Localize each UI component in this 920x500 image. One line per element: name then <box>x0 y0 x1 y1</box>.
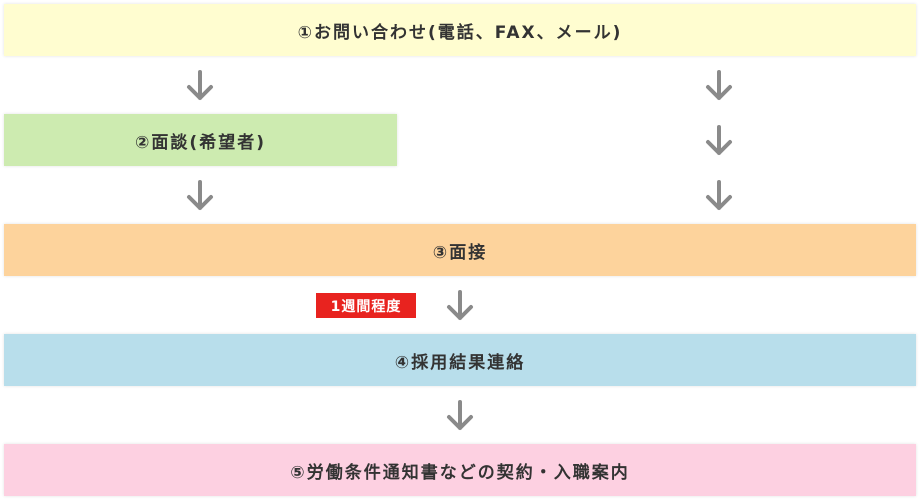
step-4-result-notice: ④採用結果連絡 <box>4 334 916 386</box>
step-2-interview-optional: ②面談(希望者) <box>4 114 397 166</box>
down-arrow-icon <box>704 69 734 103</box>
down-arrow-icon <box>704 124 734 158</box>
step-5-contract-onboarding: ⑤労働条件通知書などの契約・入職案内 <box>4 444 916 496</box>
step-3-job-interview: ③面接 <box>4 224 916 276</box>
step-1-inquiry: ①お問い合わせ(電話、FAX、メール) <box>4 4 916 56</box>
down-arrow-icon <box>185 69 215 103</box>
duration-badge: 1週間程度 <box>316 293 416 318</box>
down-arrow-icon <box>704 179 734 213</box>
down-arrow-icon <box>185 179 215 213</box>
down-arrow-icon <box>445 289 475 323</box>
down-arrow-icon <box>445 399 475 433</box>
